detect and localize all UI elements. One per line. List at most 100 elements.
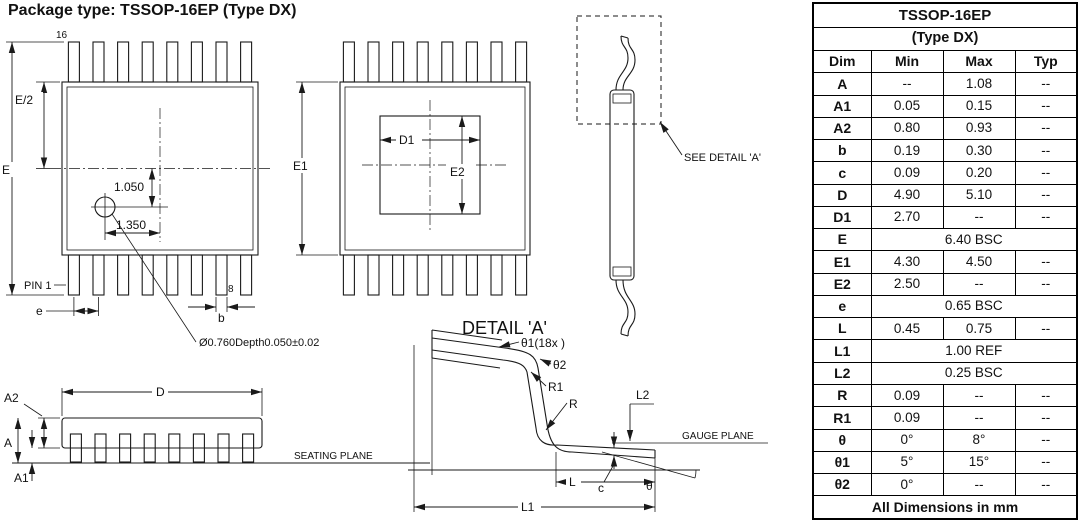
dim-name: D1	[812, 205, 872, 230]
dim-min: 0.45	[870, 317, 944, 341]
dim-typ: --	[1014, 317, 1078, 341]
dim-typ: --	[1014, 406, 1078, 430]
dim-typ: --	[1014, 383, 1078, 408]
dim-max: --	[942, 205, 1016, 230]
table-row: A1 0.05 0.15 --	[812, 94, 1078, 118]
dim-span-value: 6.40 BSC	[870, 228, 1078, 252]
table-row: E2 2.50 -- --	[812, 272, 1078, 296]
dim-name: E	[812, 228, 872, 252]
label-hole-y: 1.050	[114, 180, 144, 194]
dim-name: A2	[812, 116, 872, 141]
dim-min: 0°	[870, 428, 944, 452]
body-outline	[61, 81, 259, 256]
dim-name: A1	[812, 94, 872, 118]
package-drawing: E E/2 1.050 1.350 16 8 PIN 1 e	[0, 15, 768, 514]
col-header-typ: Typ	[1014, 49, 1078, 74]
label-e2: E2	[450, 165, 465, 179]
dim-name: L1	[812, 339, 872, 363]
dim-max: 15°	[942, 450, 1016, 475]
top-view: E E/2 1.050 1.350 16 8 PIN 1 e	[0, 30, 319, 349]
dim-name: θ	[812, 428, 872, 452]
dim-min: 4.90	[870, 183, 944, 207]
lead-bend-inner	[431, 349, 656, 451]
dim-min: --	[870, 72, 944, 96]
pin-row-top	[67, 41, 253, 83]
dim-min: 2.50	[870, 272, 944, 296]
dim-typ: --	[1014, 272, 1078, 296]
body-outline	[339, 81, 531, 256]
table-subtitle: (Type DX)	[812, 26, 1078, 52]
dim-name: A	[812, 72, 872, 96]
body-profile	[61, 417, 263, 449]
dim-span-value: 0.65 BSC	[870, 294, 1078, 319]
table-row: D1 2.70 -- --	[812, 205, 1078, 230]
pin-row-bottom	[342, 254, 528, 296]
pin-row-bottom	[67, 254, 253, 296]
dim-name: e	[812, 294, 872, 319]
label-pitch: e	[36, 304, 43, 318]
dim-span-value: 1.00 REF	[870, 339, 1078, 363]
label-pin8: 8	[228, 284, 234, 295]
col-header-dim: Dim	[812, 49, 872, 74]
label-c: c	[598, 481, 604, 495]
label-d1: D1	[399, 133, 415, 147]
detail-a-region-box	[576, 15, 662, 125]
dim-max: 4.50	[942, 250, 1016, 274]
label-l2: L2	[636, 388, 650, 402]
table-row: R 0.09 -- --	[812, 383, 1078, 408]
label-a: A	[4, 436, 12, 450]
label-r: R	[569, 397, 578, 411]
dim-min: 0.09	[870, 383, 944, 408]
dim-typ: --	[1014, 94, 1078, 118]
table-row: L1 1.00 REF	[812, 339, 1078, 363]
dim-max: 0.30	[942, 139, 1016, 163]
page-title: Package type: TSSOP-16EP (Type DX)	[8, 2, 297, 19]
dim-name: E1	[812, 250, 872, 274]
table-row: θ2 0° -- --	[812, 473, 1078, 497]
dim-max: 1.08	[942, 72, 1016, 96]
dim-min: 0.05	[870, 94, 944, 118]
dim-name: c	[812, 161, 872, 185]
label-l: L	[569, 475, 576, 489]
dim-min: 4.30	[870, 250, 944, 274]
table-row: L2 0.25 BSC	[812, 361, 1078, 385]
table-row: A -- 1.08 --	[812, 72, 1078, 96]
label-see-detail-a: SEE DETAIL 'A'	[684, 152, 761, 164]
label-lead-width: b	[218, 311, 225, 325]
label-d: D	[156, 385, 165, 399]
dim-typ: --	[1014, 116, 1078, 141]
table-row: b 0.19 0.30 --	[812, 139, 1078, 163]
label-r1: R1	[548, 380, 564, 394]
label-seating-plane: SEATING PLANE	[294, 451, 373, 462]
dim-typ: --	[1014, 161, 1078, 185]
label-l1: L1	[521, 500, 535, 514]
dim-max: --	[942, 406, 1016, 430]
dim-typ: --	[1014, 473, 1078, 497]
dim-max: 0.75	[942, 317, 1016, 341]
table-row: D 4.90 5.10 --	[812, 183, 1078, 207]
lead-bend-outer	[431, 337, 656, 459]
dim-name: θ2	[812, 473, 872, 497]
table-row: θ 0° 8° --	[812, 428, 1078, 452]
lead-profile-bottom	[615, 279, 629, 335]
dim-min: 0.19	[870, 139, 944, 163]
dim-typ: --	[1014, 183, 1078, 207]
label-pin1: PIN 1	[24, 280, 52, 292]
dim-max: --	[942, 473, 1016, 497]
label-theta2: θ2	[553, 358, 567, 372]
dim-min: 0°	[870, 473, 944, 497]
dim-min: 5°	[870, 450, 944, 475]
exposed-pad-view: E1 D1 E2	[290, 41, 531, 296]
dim-name: b	[812, 139, 872, 163]
label-e-half: E/2	[15, 93, 33, 107]
table-row: θ1 5° 15° --	[812, 450, 1078, 475]
label-hole-x: 1.350	[116, 218, 146, 232]
dim-min: 0.80	[870, 116, 944, 141]
dim-min: 0.09	[870, 161, 944, 185]
table-header-row: Dim Min Max Typ	[812, 49, 1078, 74]
dim-span-value: 0.25 BSC	[870, 361, 1078, 385]
table-row: L 0.45 0.75 --	[812, 317, 1078, 341]
dim-typ: --	[1014, 428, 1078, 452]
dim-name: R1	[812, 406, 872, 430]
label-a2: A2	[4, 391, 19, 405]
